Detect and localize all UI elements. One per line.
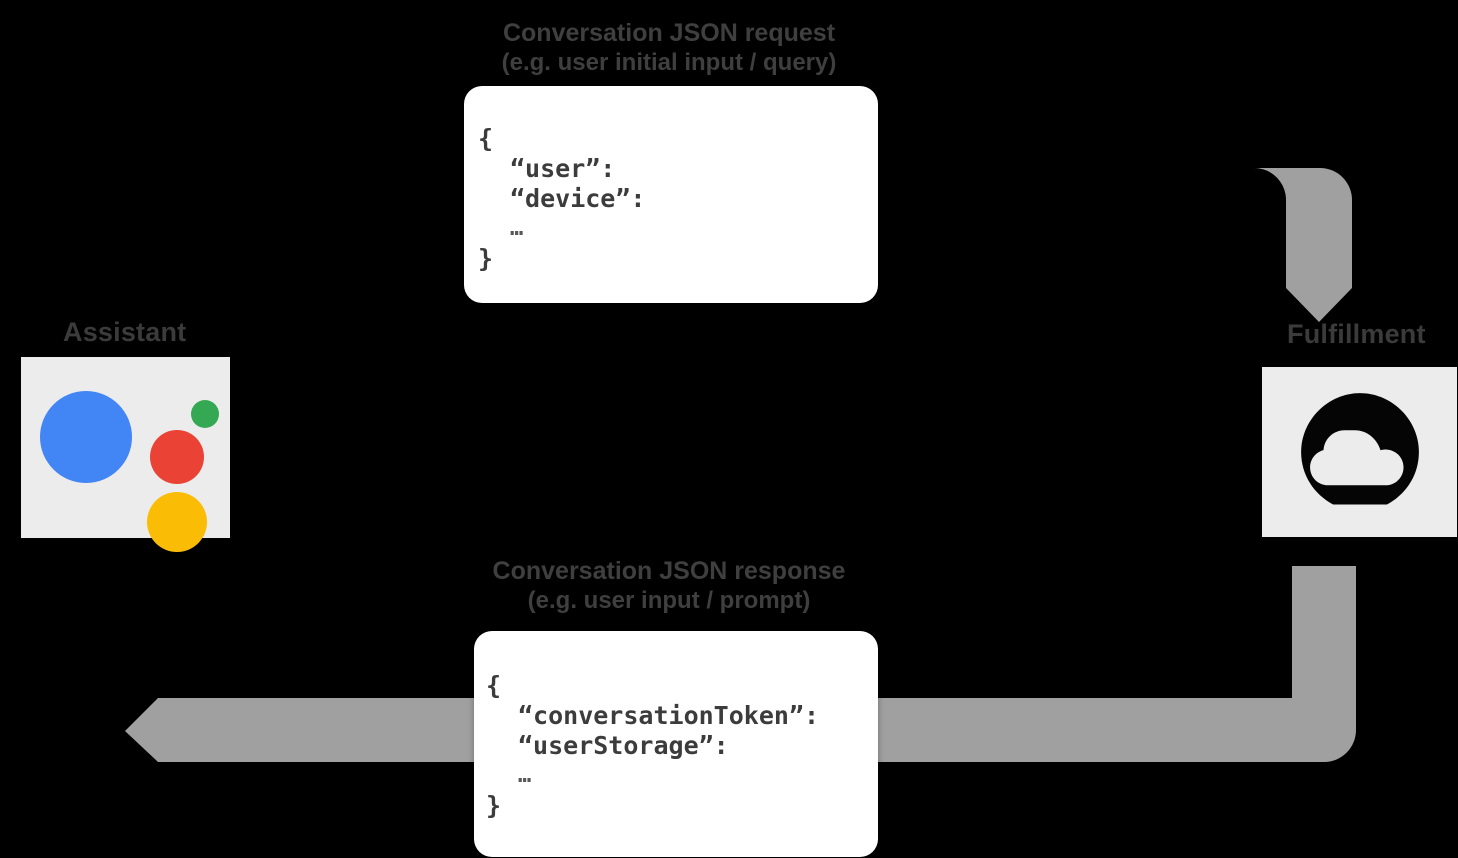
response-json-close-brace: } xyxy=(486,791,502,820)
request-json-key-device: “device”: xyxy=(510,184,646,213)
response-flow-title: Conversation JSON response xyxy=(492,557,846,585)
request-flow-label: Conversation JSON request (e.g. user ini… xyxy=(429,18,909,78)
response-flow-subtitle: (e.g. user input / prompt) xyxy=(527,587,811,614)
response-json-key-user-storage: “userStorage”: xyxy=(518,731,729,760)
assistant-dot-blue-icon xyxy=(39,390,132,483)
fulfillment-label: Fulfillment xyxy=(1287,319,1426,349)
assistant-dot-red-icon xyxy=(149,429,204,484)
response-json-key-conversation-token: “conversationToken”: xyxy=(518,701,820,730)
response-json-ellipsis: … xyxy=(518,763,532,788)
response-flow-label: Conversation JSON response (e.g. user in… xyxy=(429,556,909,616)
request-flow-subtitle: (e.g. user initial input / query) xyxy=(501,49,837,76)
assistant-dot-yellow-icon xyxy=(146,491,207,552)
response-json-open-brace: { xyxy=(486,671,502,700)
google-assistant-logo-icon xyxy=(39,373,219,552)
request-flow-title: Conversation JSON request xyxy=(502,19,836,47)
assistant-dot-green-icon xyxy=(190,399,219,428)
request-json-card: { “user”: “device”: … } xyxy=(464,86,878,303)
request-json-key-user: “user”: xyxy=(510,154,616,183)
assistant-label: Assistant xyxy=(63,317,187,347)
request-json-ellipsis: … xyxy=(510,216,524,241)
response-json-card: { “conversationToken”: “userStorage”: … … xyxy=(474,631,878,857)
assistant-endpoint[interactable] xyxy=(21,357,230,552)
request-json-open-brace: { xyxy=(478,124,494,153)
fulfillment-endpoint[interactable] xyxy=(1262,367,1457,537)
cloud-icon xyxy=(1300,393,1419,505)
request-json-close-brace: } xyxy=(478,244,494,273)
